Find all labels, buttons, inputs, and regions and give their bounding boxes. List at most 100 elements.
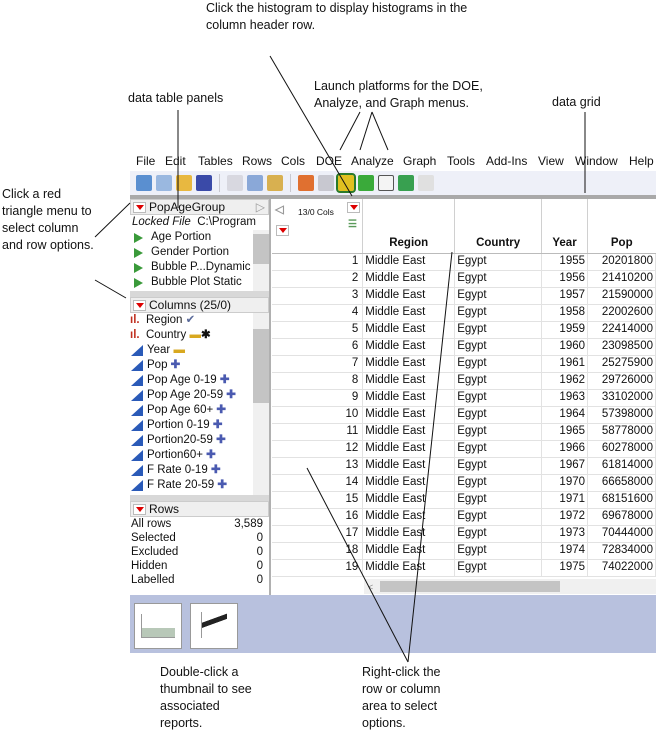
cell-region[interactable]: Middle East xyxy=(362,321,456,339)
row-number[interactable]: 5 xyxy=(272,321,364,339)
cell-region[interactable]: Middle East xyxy=(362,440,456,458)
cell-year[interactable]: 1971 xyxy=(541,491,589,509)
menu-tools[interactable]: Tools xyxy=(447,154,476,168)
table-script[interactable]: Gender Portion xyxy=(130,245,269,260)
column-item[interactable]: Pop Age 0-19 ✚ xyxy=(130,373,269,388)
column-header-region[interactable]: Region xyxy=(362,199,456,254)
column-item[interactable]: ıl.Country ▬ ✱ xyxy=(130,328,269,343)
red-triangle-icon[interactable] xyxy=(133,299,146,311)
cell-region[interactable]: Middle East xyxy=(362,253,456,271)
cell-year[interactable]: 1963 xyxy=(541,389,589,407)
cell-country[interactable]: Egypt xyxy=(454,440,543,458)
cell-region[interactable]: Middle East xyxy=(362,457,456,475)
run-script-icon[interactable] xyxy=(134,247,143,258)
cell-country[interactable]: Egypt xyxy=(454,355,543,373)
row-number[interactable]: 14 xyxy=(272,474,364,492)
column-header-year[interactable]: Year xyxy=(541,199,589,254)
cell-country[interactable]: Egypt xyxy=(454,491,543,509)
menu-edit[interactable]: Edit xyxy=(165,154,186,168)
cell-year[interactable]: 1960 xyxy=(541,338,589,356)
cell-year[interactable]: 1959 xyxy=(541,321,589,339)
column-item[interactable]: Year ▬ xyxy=(130,343,269,358)
cell-year[interactable]: 1974 xyxy=(541,542,589,560)
cell-region[interactable]: Middle East xyxy=(362,304,456,322)
cell-pop[interactable]: 21590000 xyxy=(587,287,656,305)
open-icon[interactable] xyxy=(176,175,192,191)
cell-year[interactable]: 1961 xyxy=(541,355,589,373)
cell-country[interactable]: Egypt xyxy=(454,338,543,356)
cell-year[interactable]: 1955 xyxy=(541,253,589,271)
cell-region[interactable]: Middle East xyxy=(362,491,456,509)
cell-year[interactable]: 1967 xyxy=(541,457,589,475)
row-number[interactable]: 18 xyxy=(272,542,364,560)
row-number[interactable]: 13 xyxy=(272,457,364,475)
cell-region[interactable]: Middle East xyxy=(362,372,456,390)
cell-pop[interactable]: 58778000 xyxy=(587,423,656,441)
cell-country[interactable]: Egypt xyxy=(454,423,543,441)
cell-year[interactable]: 1972 xyxy=(541,508,589,526)
cell-year[interactable]: 1973 xyxy=(541,525,589,543)
cell-country[interactable]: Egypt xyxy=(454,321,543,339)
cell-pop[interactable]: 21410200 xyxy=(587,270,656,288)
row-number[interactable]: 10 xyxy=(272,406,364,424)
histogram-icon[interactable]: ☰ xyxy=(348,219,357,230)
row-number[interactable]: 15 xyxy=(272,491,364,509)
cell-year[interactable]: 1970 xyxy=(541,474,589,492)
corner-cell[interactable]: ◁ 13/0 Cols ☰ xyxy=(272,199,364,254)
cell-pop[interactable]: 74022000 xyxy=(587,559,656,577)
row-red-triangle-icon[interactable] xyxy=(276,225,289,236)
cell-year[interactable]: 1964 xyxy=(541,406,589,424)
cell-pop[interactable]: 70444000 xyxy=(587,525,656,543)
menu-window[interactable]: Window xyxy=(575,154,618,168)
cell-pop[interactable]: 68151600 xyxy=(587,491,656,509)
fit-y-by-x-icon[interactable] xyxy=(378,175,394,191)
row-number[interactable]: 8 xyxy=(272,372,364,390)
menu-help[interactable]: Help xyxy=(629,154,654,168)
column-item[interactable]: Pop ✚ xyxy=(130,358,269,373)
row-number[interactable]: 7 xyxy=(272,355,364,373)
run-script-icon[interactable] xyxy=(134,277,143,288)
cell-year[interactable]: 1956 xyxy=(541,270,589,288)
column-item[interactable]: Portion60+ ✚ xyxy=(130,448,269,463)
column-header-country[interactable]: Country xyxy=(454,199,543,254)
row-number[interactable]: 2 xyxy=(272,270,364,288)
cell-year[interactable]: 1958 xyxy=(541,304,589,322)
row-number[interactable]: 9 xyxy=(272,389,364,407)
data-table-icon[interactable] xyxy=(298,175,314,191)
cell-pop[interactable]: 23098500 xyxy=(587,338,656,356)
cell-country[interactable]: Egypt xyxy=(454,304,543,322)
save-icon[interactable] xyxy=(196,175,212,191)
cell-pop[interactable]: 22414000 xyxy=(587,321,656,339)
menu-graph[interactable]: Graph xyxy=(403,154,437,168)
cell-pop[interactable]: 61814000 xyxy=(587,457,656,475)
cell-pop[interactable]: 22002600 xyxy=(587,304,656,322)
cell-region[interactable]: Middle East xyxy=(362,559,456,577)
table-script[interactable]: Bubble P...Dynamic xyxy=(130,260,269,275)
cell-region[interactable]: Middle East xyxy=(362,355,456,373)
cell-country[interactable]: Egypt xyxy=(454,559,543,577)
cell-region[interactable]: Middle East xyxy=(362,508,456,526)
cell-pop[interactable]: 29726000 xyxy=(587,372,656,390)
menu-file[interactable]: File xyxy=(136,154,156,168)
cell-country[interactable]: Egypt xyxy=(454,389,543,407)
cell-pop[interactable]: 66658000 xyxy=(587,474,656,492)
cell-year[interactable]: 1965 xyxy=(541,423,589,441)
table-script[interactable]: Age Portion xyxy=(130,230,269,245)
new-data-table-icon[interactable] xyxy=(136,175,152,191)
report-thumbnail[interactable] xyxy=(190,603,238,649)
column-item[interactable]: Portion20-59 ✚ xyxy=(130,433,269,448)
menu-add-ins[interactable]: Add-Ins xyxy=(486,154,528,168)
column-header-pop[interactable]: Pop xyxy=(587,199,656,254)
column-red-triangle-icon[interactable] xyxy=(347,202,360,213)
run-script-icon[interactable] xyxy=(134,262,143,273)
